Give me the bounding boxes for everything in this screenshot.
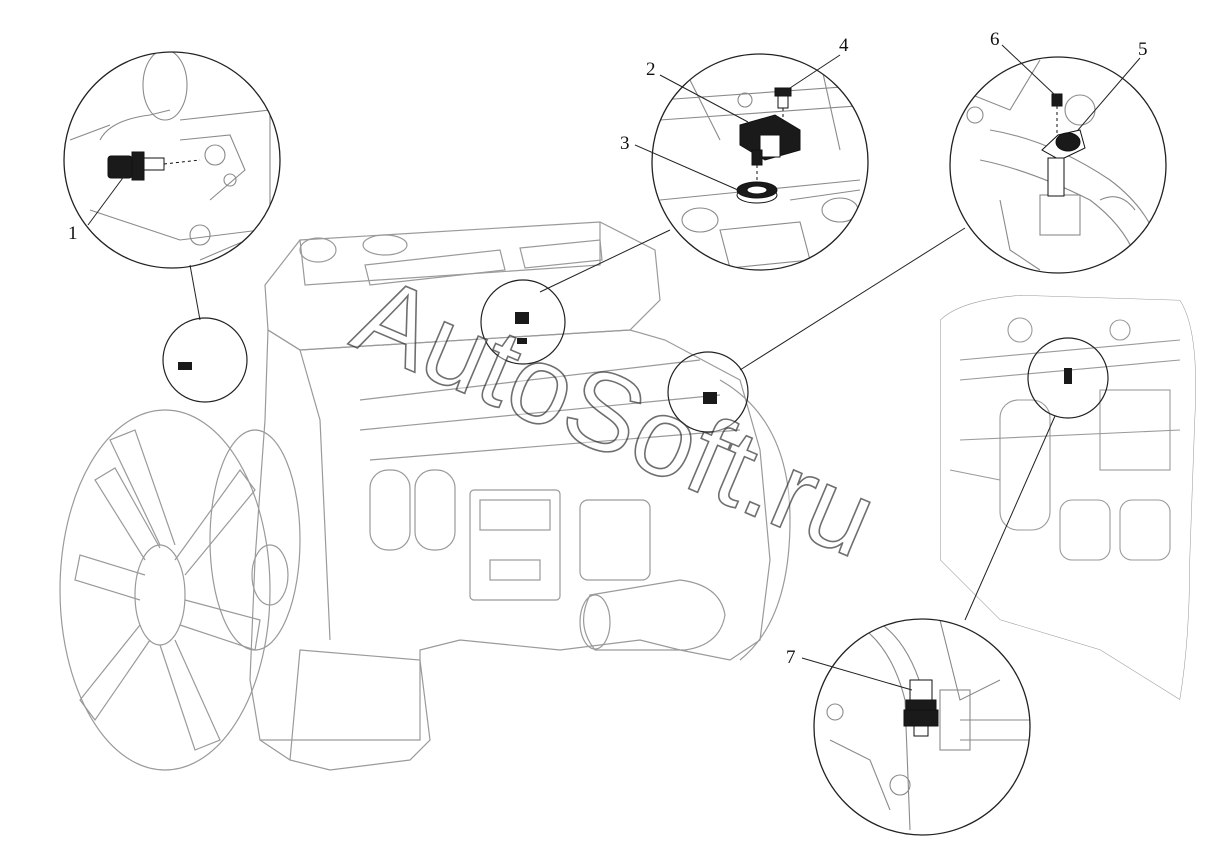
fuel-filter-1 — [369, 469, 411, 551]
starter-motor — [583, 579, 726, 651]
fan-shroud — [59, 409, 271, 771]
callout-1: 1 — [68, 223, 78, 244]
watermark-text: AutoSoft.ru — [338, 253, 893, 581]
detail-circle-7 — [801, 618, 1031, 836]
callout-3: 3 — [620, 133, 630, 154]
callout-6: 6 — [990, 29, 1000, 50]
callout-4: 4 — [839, 35, 849, 56]
oil-filler — [299, 237, 337, 263]
detail-circle-2 — [634, 53, 869, 271]
sensor-2-small — [515, 312, 529, 324]
detail-circle-1 — [63, 51, 281, 269]
engine-body — [59, 221, 791, 771]
fan-blades — [74, 429, 261, 751]
callout-5: 5 — [1138, 39, 1148, 60]
pressure-sensor-part — [903, 679, 939, 737]
locator-parts — [178, 312, 1072, 404]
map-sensor-part — [736, 87, 801, 204]
callout-2: 2 — [646, 59, 656, 80]
callout-7: 7 — [786, 647, 796, 668]
locator-circles — [162, 279, 1109, 433]
watermark-logo: AutoSoft.ru — [337, 252, 893, 582]
screw-part — [1051, 93, 1063, 107]
locator-circle-1 — [162, 317, 248, 403]
sensor-7-small — [1064, 368, 1072, 384]
fuel-filter-2 — [414, 469, 456, 551]
locator-circle-5 — [667, 351, 749, 433]
camshaft-sensor-part — [107, 151, 201, 181]
detail-circle-5 — [949, 44, 1167, 274]
fan-hub — [134, 544, 186, 646]
speed-sensor-part — [1041, 93, 1086, 197]
engine-side-view — [940, 295, 1196, 700]
sensor-5-small — [703, 392, 717, 404]
locator-circle-2 — [480, 279, 566, 365]
oil-sump — [289, 649, 431, 771]
locator-circle-7 — [1027, 337, 1109, 419]
engine-block — [249, 328, 771, 741]
ecu — [469, 489, 561, 601]
sensor-1-small — [178, 362, 192, 370]
leader-lines — [189, 227, 1056, 621]
